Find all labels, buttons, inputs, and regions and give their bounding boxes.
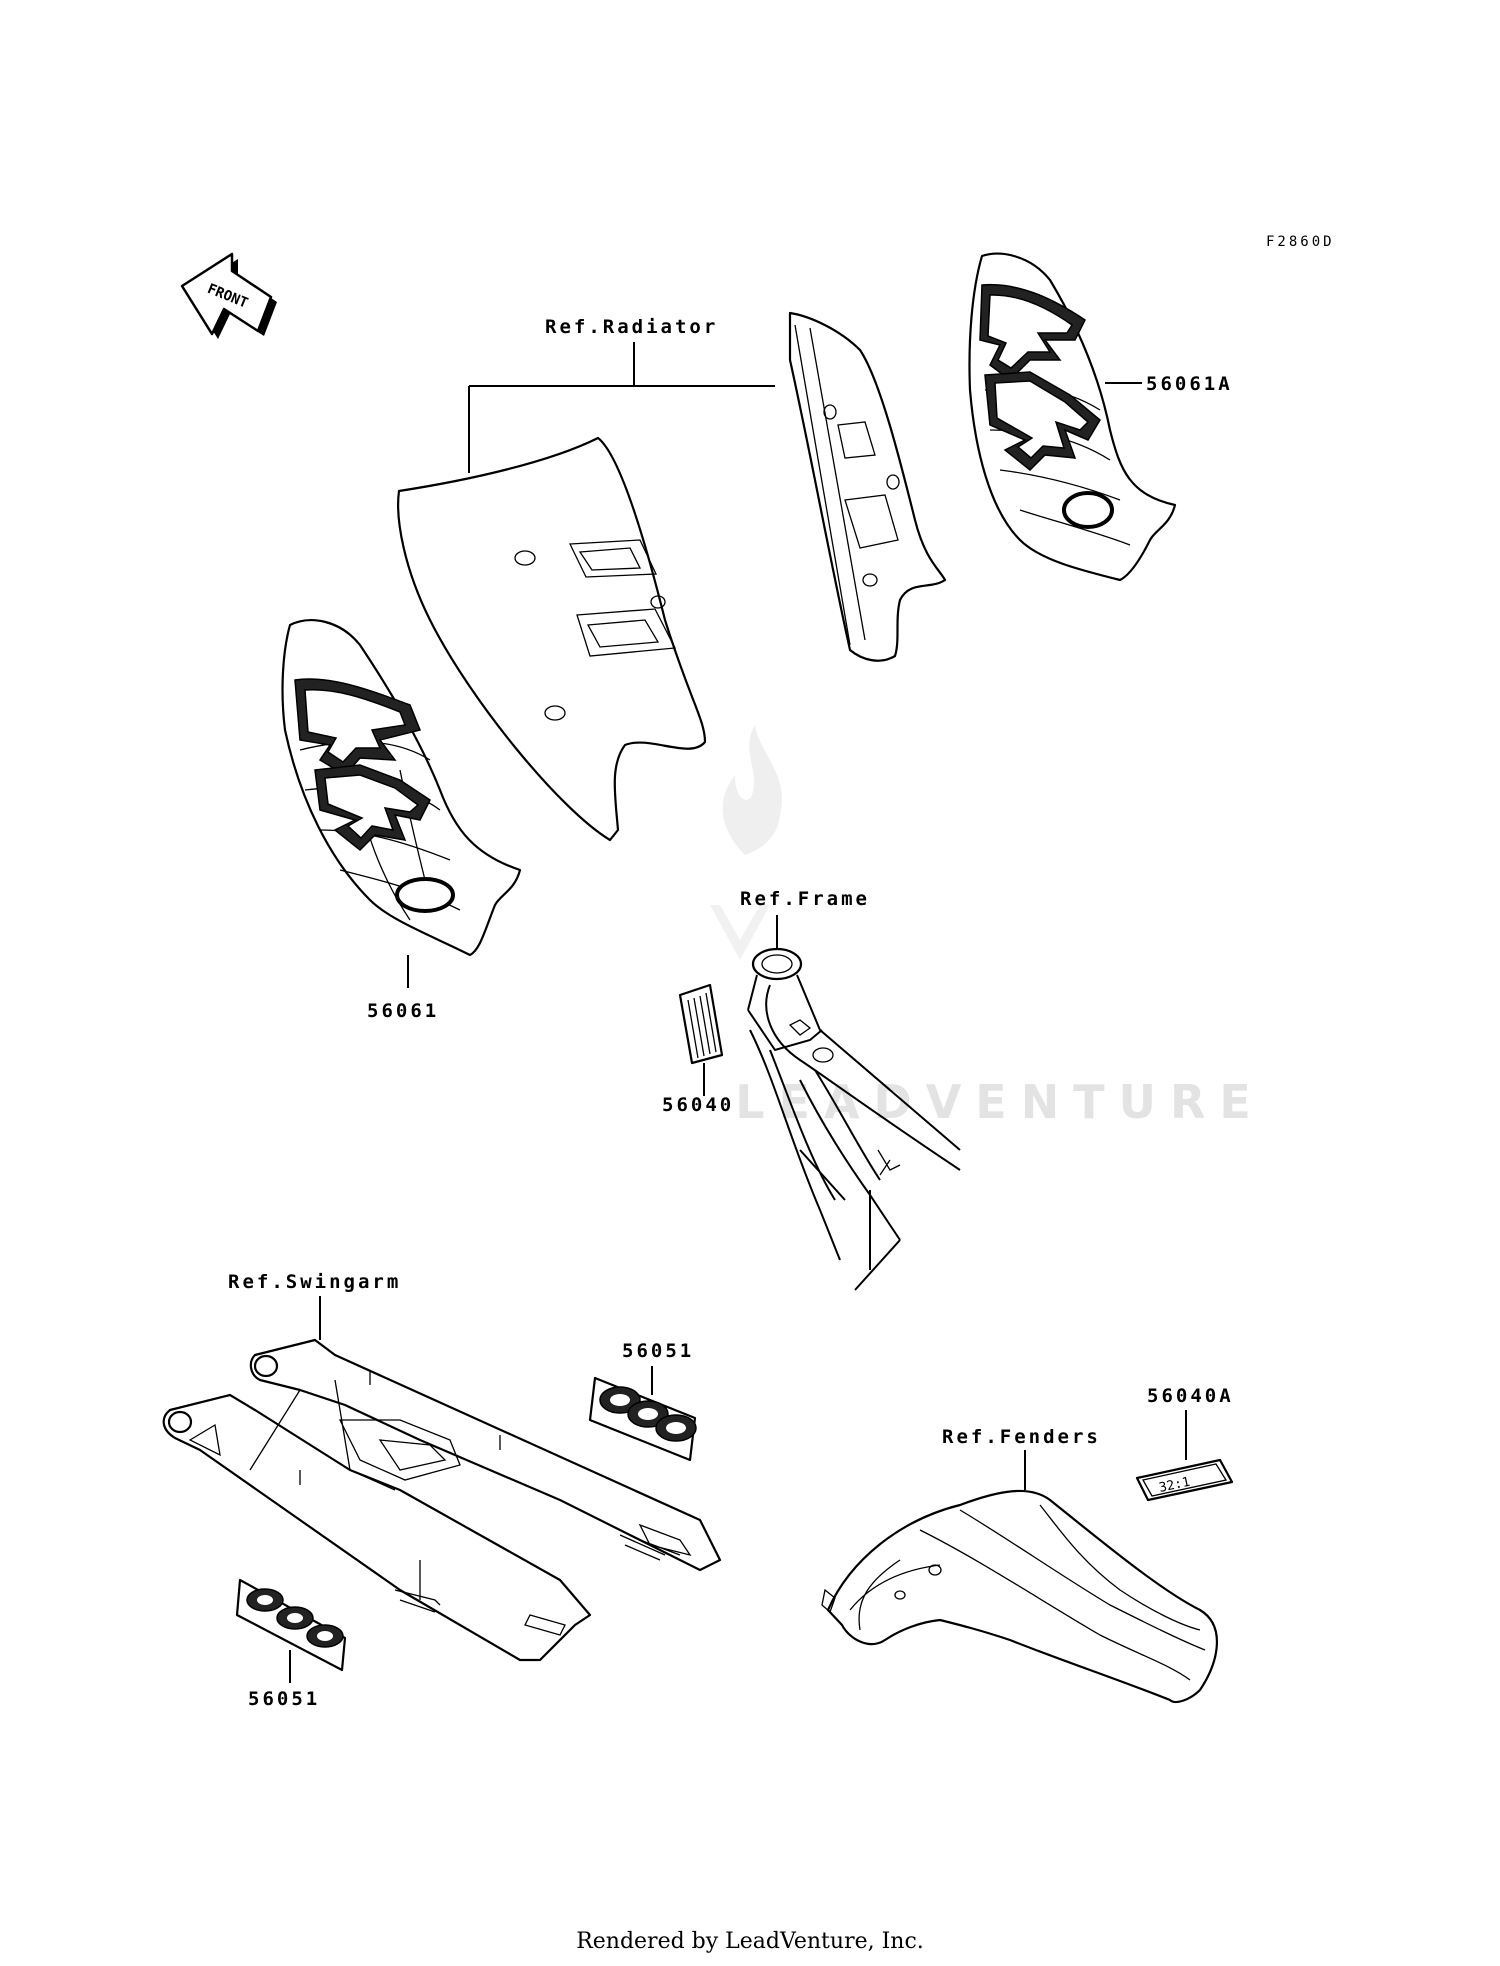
part-56061: 56061	[367, 1000, 439, 1022]
part-56051-top: 56051	[622, 1340, 694, 1362]
ref-swingarm-label: Ref.Swingarm	[228, 1271, 401, 1293]
decal-56040	[678, 983, 724, 1065]
swingarm-part	[162, 1338, 722, 1662]
decal-56061A	[968, 252, 1177, 582]
ref-fenders-label: Ref.Fenders	[942, 1426, 1101, 1448]
diagram-code: F2860D	[1266, 234, 1335, 250]
left-radiator-shroud	[397, 436, 707, 842]
watermark: LEADVENTURE	[710, 725, 1265, 1129]
decal-56051-top	[588, 1376, 697, 1462]
decal-56040A: 32:1	[1135, 1458, 1234, 1502]
front-arrow: FRONT	[180, 252, 277, 339]
part-56051-bottom: 56051	[248, 1688, 320, 1710]
fender-part	[821, 1489, 1219, 1704]
decal-56061	[281, 619, 522, 957]
decal-56040A-text: 32:1	[1158, 1475, 1192, 1496]
right-radiator-shroud	[788, 311, 947, 662]
part-56040A: 56040A	[1147, 1385, 1234, 1407]
watermark-text: LEADVENTURE	[735, 1075, 1265, 1129]
ref-radiator-label: Ref.Radiator	[545, 316, 718, 338]
part-56061A: 56061A	[1146, 373, 1233, 395]
part-56040: 56040	[662, 1094, 734, 1116]
flame-logo	[710, 725, 783, 960]
ref-frame-label: Ref.Frame	[740, 888, 870, 910]
footer-credit: Rendered by LeadVenture, Inc.	[576, 1929, 924, 1954]
ref-radiator-leader	[468, 342, 775, 473]
decal-56051-bottom	[235, 1578, 347, 1672]
frame-part	[747, 947, 961, 1291]
